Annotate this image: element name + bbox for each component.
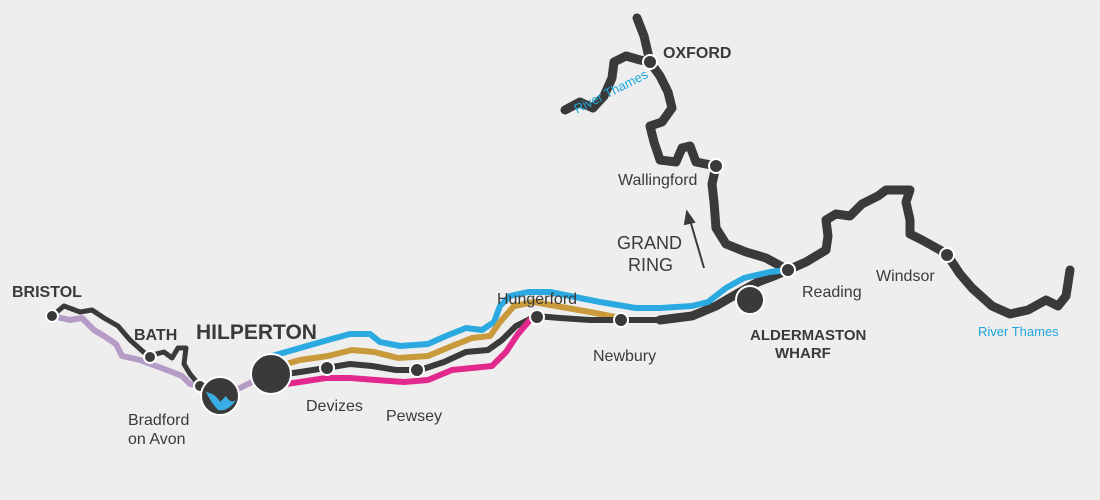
route-blue <box>269 267 791 359</box>
label-newbury: Newbury <box>593 348 657 365</box>
label-hilperton: HILPERTON <box>196 321 317 344</box>
label-aldermaston-line1: ALDERMASTON <box>750 327 867 344</box>
label-bristol: BRISTOL <box>12 284 82 301</box>
stop-bristol[interactable] <box>45 309 59 323</box>
hub-aldermaston[interactable] <box>735 285 765 315</box>
stop-reading[interactable] <box>780 262 796 278</box>
label-hungerford: Hungerford <box>497 291 578 308</box>
stop-pewsey[interactable] <box>409 362 425 378</box>
label-aldermaston-line2: WHARF <box>775 345 831 362</box>
route-magenta <box>269 313 539 389</box>
route-gold <box>269 299 623 371</box>
boat-sail-icon <box>206 392 236 411</box>
label-reading: Reading <box>802 284 862 301</box>
label-oxford: OXFORD <box>663 45 732 62</box>
stop-newbury[interactable] <box>613 312 629 328</box>
label-grand-ring-line2: RING <box>628 255 673 275</box>
route-dark <box>269 313 663 379</box>
label-bradford-line2: on Avon <box>128 431 186 448</box>
stop-devizes[interactable] <box>319 360 335 376</box>
thames-lower-route <box>783 185 1075 319</box>
label-grand-ring-line1: GRAND <box>617 233 683 253</box>
label-river-thames-lower: River Thames <box>978 324 1059 339</box>
hub-hilperton[interactable] <box>250 353 292 395</box>
stop-markers <box>45 54 955 393</box>
label-pewsey: Pewsey <box>386 408 443 425</box>
label-bradford-line1: Bradford <box>128 412 190 429</box>
thames-upper-route <box>560 13 793 275</box>
label-windsor: Windsor <box>876 268 935 285</box>
stop-bath[interactable] <box>143 350 157 364</box>
stop-hungerford[interactable] <box>529 309 545 325</box>
stop-wallingford[interactable] <box>708 158 724 174</box>
label-wallingford: Wallingford <box>618 172 698 189</box>
label-bath: BATH <box>134 327 178 344</box>
stop-windsor[interactable] <box>939 247 955 263</box>
label-devizes: Devizes <box>306 398 363 415</box>
arrow-up-icon <box>683 209 705 269</box>
stop-oxford[interactable] <box>642 54 658 70</box>
aldermaston-reading-route <box>655 265 793 325</box>
